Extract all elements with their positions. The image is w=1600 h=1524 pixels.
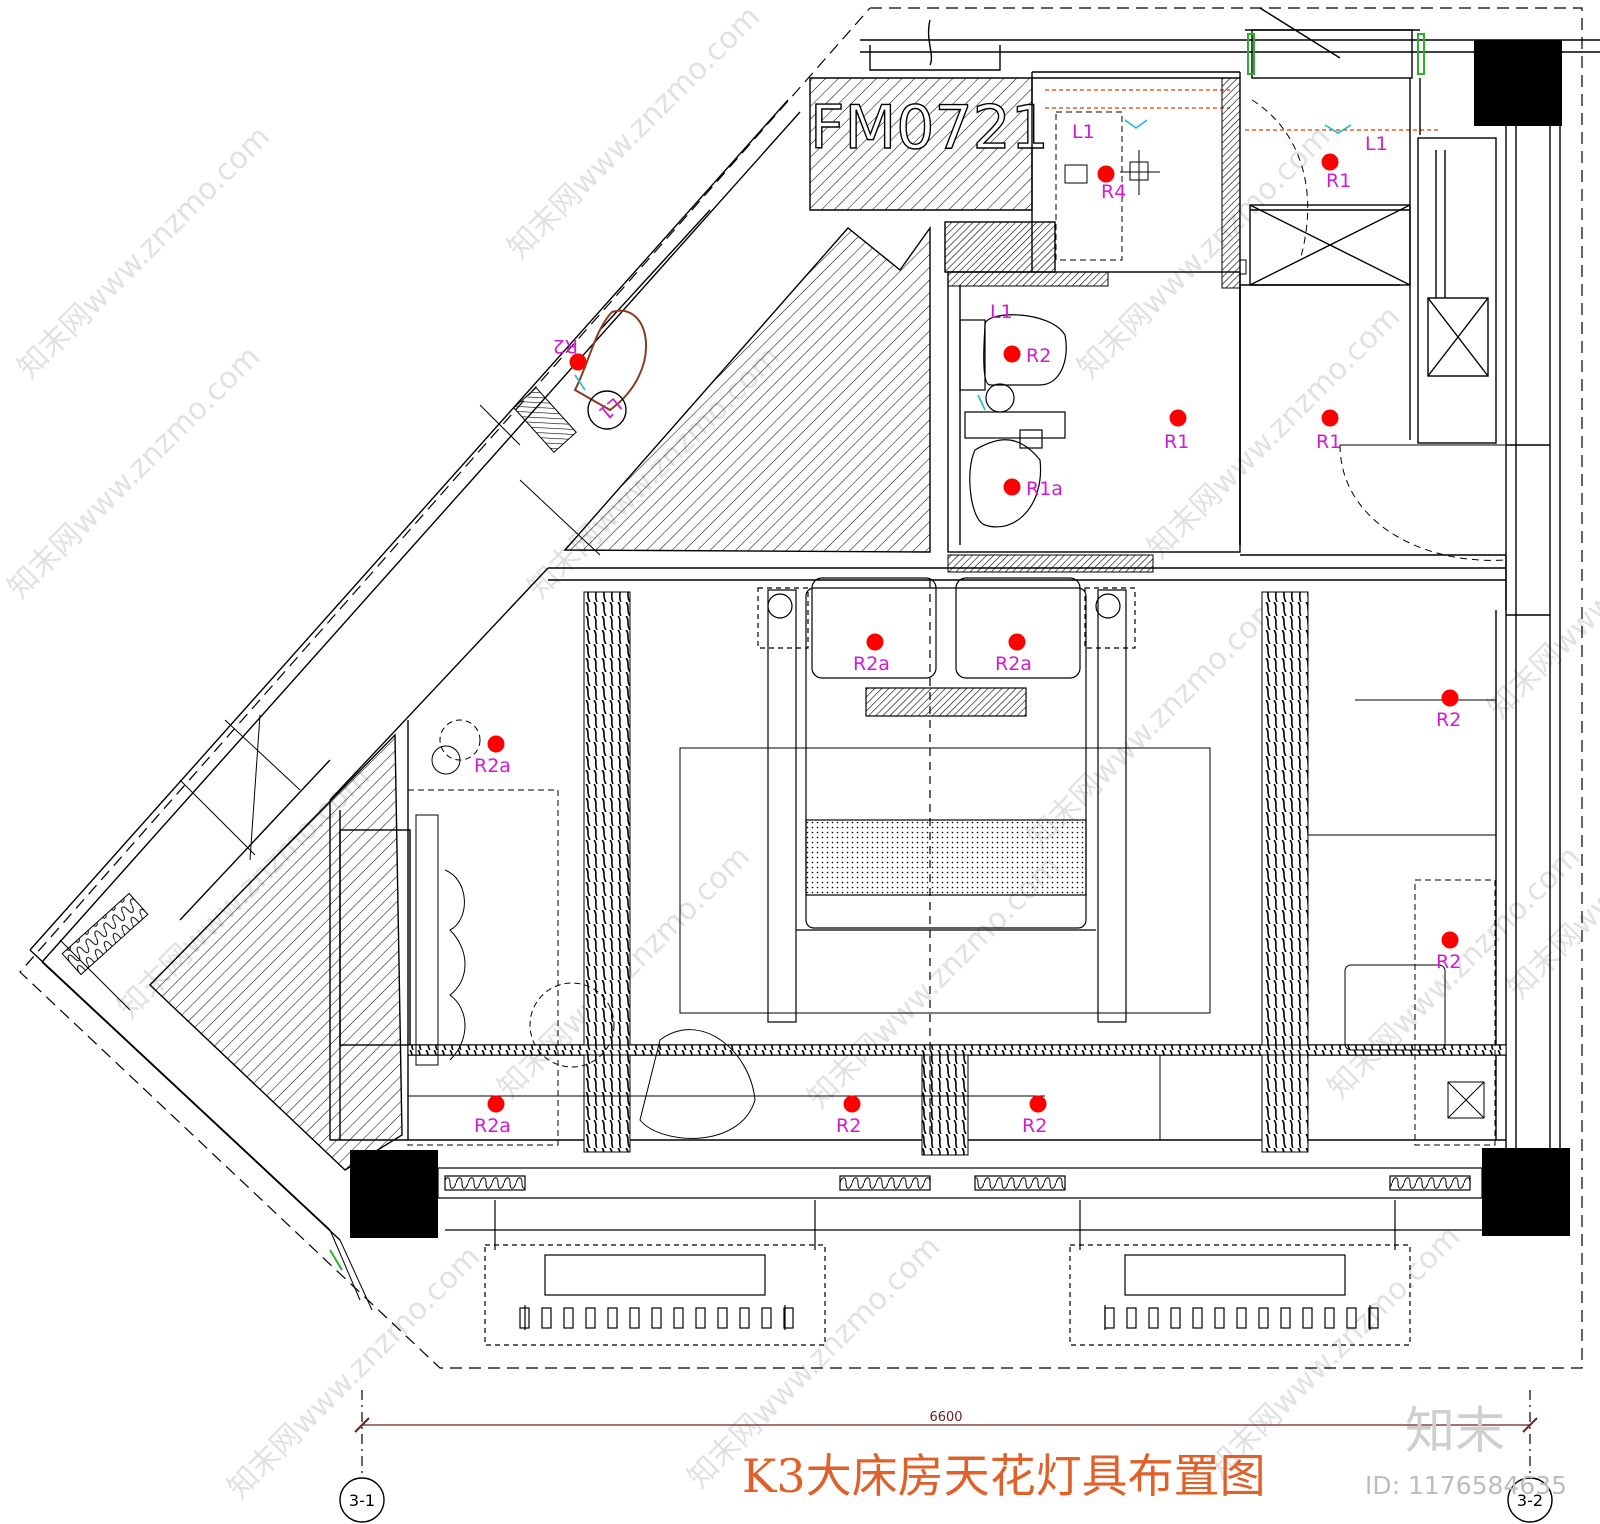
light-fixture-label: R1 xyxy=(1164,431,1189,453)
light-dot-icon xyxy=(1003,478,1021,496)
brand-watermark: 知末 xyxy=(1405,1402,1505,1460)
light-fixture-fx-r2a-left-upper: R2a xyxy=(474,735,511,777)
left-desk xyxy=(407,719,1045,1146)
wood-columns xyxy=(407,591,1507,1156)
wc-basin xyxy=(959,314,1067,528)
hatched-shafts xyxy=(149,77,1056,1171)
diagonal-wall xyxy=(29,99,801,1311)
light-fixture-fx-r2a-bed-left: R2a xyxy=(853,633,890,675)
light-dot-icon xyxy=(1003,345,1021,363)
light-fixture-fx-r4: R4 xyxy=(1097,165,1126,203)
light-fixture-label: R2 xyxy=(1436,709,1461,731)
right-seating xyxy=(1159,699,1496,1146)
light-fixture-fx-r2-wc: R2 xyxy=(1003,345,1051,367)
light-fixture-fx-r1a: R1a xyxy=(1003,478,1063,500)
watermark-text: 知末网www.znzmo.com xyxy=(501,0,767,266)
window-band xyxy=(437,1167,1490,1346)
light-fixture-label: R2 xyxy=(836,1115,861,1137)
watermark-text: 知末网www.znzmo.com xyxy=(1071,119,1337,385)
light-fixture-fx-r2-window-right: R2 xyxy=(1022,1095,1047,1137)
light-fixture-label: R1 xyxy=(1326,170,1351,192)
light-fixture-fx-r1-entry: R1 xyxy=(1321,153,1351,192)
light-fixture-fx-r1-bath: R1 xyxy=(1164,409,1189,453)
light-fixture-label: R2 xyxy=(1436,951,1461,973)
outer-boundary xyxy=(19,7,1583,1369)
light-fixture-label: R2a xyxy=(474,1115,511,1137)
shower xyxy=(1055,111,1247,275)
light-dot-icon xyxy=(487,735,505,753)
switch-label-shower: L1 xyxy=(1072,121,1095,143)
light-dot-icon xyxy=(1169,409,1187,427)
watermark-text: 知末网www.znzmo.com xyxy=(221,1239,487,1505)
watermark-text: 知末网www.znzmo.com xyxy=(1021,589,1287,855)
diagonal-heater xyxy=(61,386,577,976)
light-dot-icon xyxy=(1321,153,1339,171)
light-fixture-label: R1 xyxy=(1316,431,1341,453)
light-fixture-fx-r2-window-left: R2 xyxy=(836,1095,861,1137)
dimension-label: 6600 xyxy=(929,1410,962,1425)
image-id: ID: 1176584635 xyxy=(1365,1471,1567,1500)
light-fixture-label: R2a xyxy=(853,653,890,675)
drawing-title: K3大床房天花灯具布置图 xyxy=(742,1449,1266,1503)
light-fixture-fx-r1-closet: R1 xyxy=(1316,409,1341,453)
light-dot-icon xyxy=(1008,633,1026,651)
light-fixture-label: R1a xyxy=(1026,478,1063,500)
light-dot-icon xyxy=(866,633,884,651)
light-fixture-fx-r2-balcony: R2 xyxy=(553,335,587,371)
light-fixture-label: R4 xyxy=(1101,181,1126,203)
structural-columns xyxy=(350,40,1570,1238)
light-fixture-fx-r2a-bed-right: R2a xyxy=(995,633,1032,675)
door-glass xyxy=(329,33,1425,1271)
light-fixture-label: R2a xyxy=(995,653,1032,675)
door-swings xyxy=(1251,99,1506,561)
light-fixture-label: R2a xyxy=(474,755,511,777)
door-tag-label: FM0721 xyxy=(810,93,1049,163)
corner-chair xyxy=(573,309,647,430)
grid-bubble-right: 3-2 xyxy=(1507,1477,1553,1523)
light-dot-icon xyxy=(487,1095,505,1113)
light-dot-icon xyxy=(1441,689,1459,707)
right-walls xyxy=(1417,126,1561,1150)
light-dot-icon xyxy=(1029,1095,1047,1113)
light-fixture-label: R2 xyxy=(1026,345,1051,367)
light-fixture-fx-r2-right-upper: R2 xyxy=(1436,689,1461,731)
window-teeth xyxy=(519,1307,1379,1329)
light-fixture-label: R2 xyxy=(1022,1115,1047,1137)
light-dot-icon xyxy=(1097,165,1115,183)
bed xyxy=(679,577,1211,1140)
switch-label-entry: L1 xyxy=(1365,133,1388,155)
switch-symbols xyxy=(574,119,1352,411)
door-tag: FM0721 xyxy=(809,92,1049,163)
light-dot-icon xyxy=(1321,409,1339,427)
light-fixture-fx-r2a-left-lower: R2a xyxy=(474,1095,511,1137)
switch-label-wc: L1 xyxy=(990,301,1013,323)
light-fixture-label: R2 xyxy=(553,335,578,357)
grid-bubble-left: 3-1 xyxy=(339,1477,385,1523)
light-dot-icon xyxy=(569,353,587,371)
grid-label-left: 3-1 xyxy=(349,1491,375,1510)
light-dot-icon xyxy=(843,1095,861,1113)
bathroom-wall-hatch xyxy=(947,77,1241,573)
light-dot-icon xyxy=(1441,931,1459,949)
light-fixture-fx-r2-right-lower: R2 xyxy=(1436,931,1461,973)
grid-label-right: 3-2 xyxy=(1517,1491,1543,1510)
